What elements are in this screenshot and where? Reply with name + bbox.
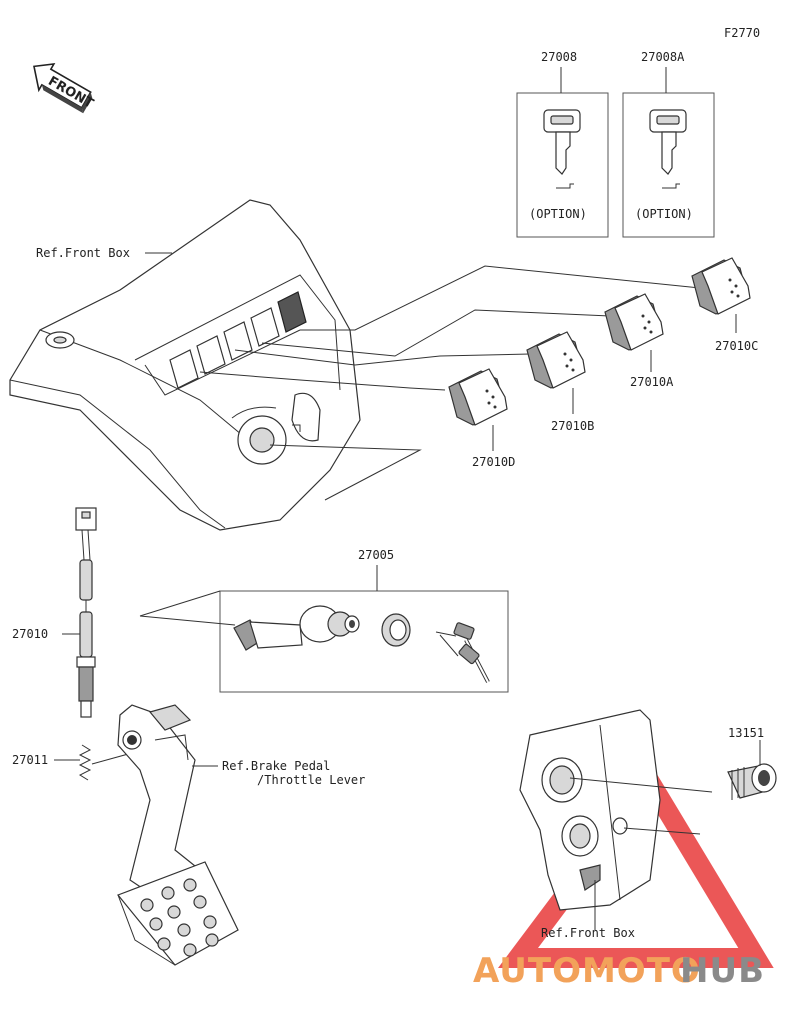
lower-front-box-panel — [519, 709, 661, 911]
switch-b-label: 27010B — [551, 419, 594, 433]
watermark-logo: AUTOMOTO HUB — [473, 951, 765, 991]
front-box-panel — [9, 199, 361, 531]
socket-label: 13151 — [728, 726, 764, 740]
key-icon — [543, 109, 581, 189]
spring-label: 27011 — [12, 753, 48, 767]
key-icon — [649, 109, 687, 189]
ref-front-box-top-label: Ref.Front Box — [36, 246, 130, 260]
rocker-switch-27010C — [691, 257, 751, 333]
ignition-nut — [381, 613, 411, 647]
option-b-label: (OPTION) — [635, 207, 693, 221]
ref-brake-pedal-label-2: /Throttle Lever — [257, 773, 365, 787]
spring-27011 — [78, 744, 92, 781]
ignition-opening — [231, 406, 287, 465]
power-socket — [727, 763, 777, 800]
leader-lines — [199, 265, 701, 501]
watermark-part2: HUB — [680, 951, 765, 991]
switch-d-label: 27010D — [472, 455, 515, 469]
pedal-grip-holes — [140, 878, 219, 957]
brake-sensor — [75, 507, 97, 718]
ignition-switch-set-box: 27005 — [139, 548, 509, 693]
sensor-label: 27010 — [12, 627, 48, 641]
diagram-code: F2770 — [724, 26, 760, 40]
option-key-box-27008A: 27008A (OPTION) — [622, 50, 715, 238]
rocker-switch-27010D — [448, 368, 508, 451]
switch-c-label: 27010C — [715, 339, 758, 353]
watermark-part1: AUTOMOTO — [473, 951, 701, 991]
front-arrow-icon: FRONT — [33, 63, 96, 114]
ref-brake-pedal-label-1: Ref.Brake Pedal — [222, 759, 330, 773]
ignition-switch — [233, 605, 360, 651]
ref-front-box-bottom-label: Ref.Front Box — [541, 926, 635, 940]
ignition-keys-icon — [435, 622, 490, 683]
rocker-switch-27010A — [604, 293, 664, 372]
key-a-label: 27008 — [541, 50, 577, 64]
brake-pedal — [117, 704, 239, 966]
ignition-set-label: 27005 — [358, 548, 394, 562]
rocker-switch-27010B — [526, 331, 586, 414]
option-key-box-27008: 27008 (OPTION) — [516, 50, 609, 238]
switch-openings — [169, 291, 307, 389]
key-b-label: 27008A — [641, 50, 685, 64]
option-a-label: (OPTION) — [529, 207, 587, 221]
switch-a-label: 27010A — [630, 375, 674, 389]
